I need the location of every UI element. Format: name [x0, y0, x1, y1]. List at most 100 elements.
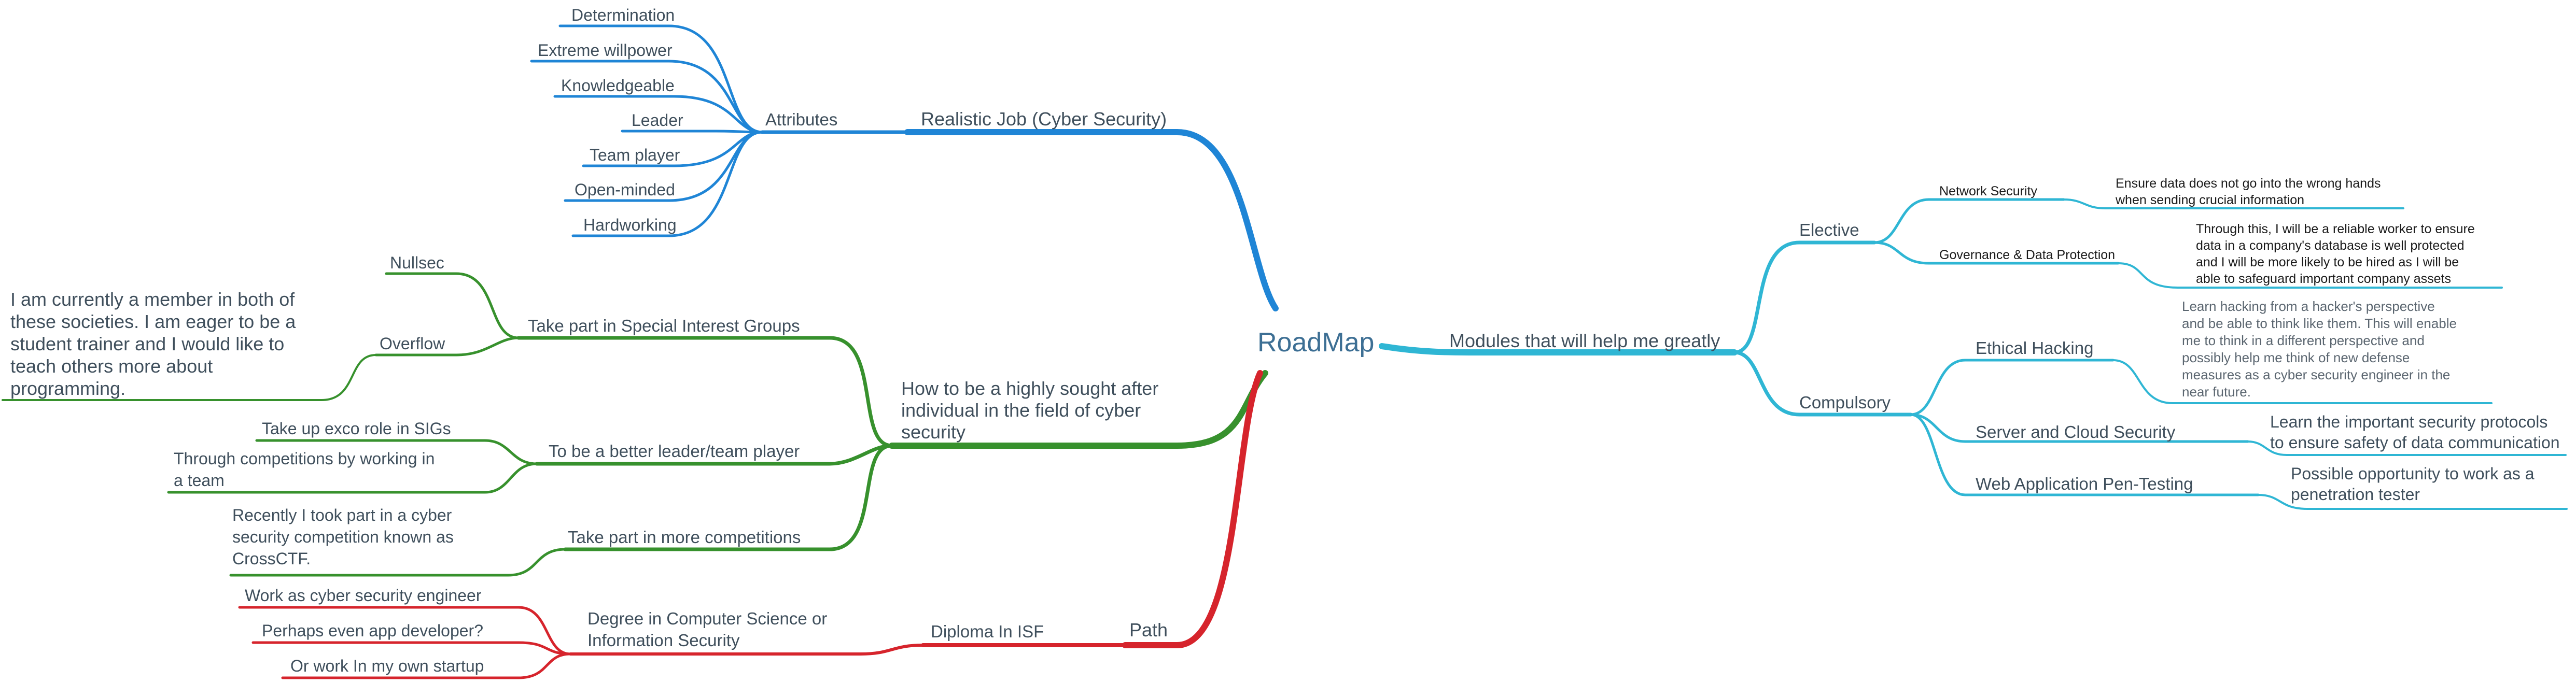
- ethical-note-line: possibly help me think of new defense: [2182, 350, 2410, 365]
- server-cloud-note: Learn the important security protocols t…: [2270, 412, 2560, 452]
- career-item: Perhaps even app developer?: [262, 621, 483, 640]
- overflow-note-line: these societies. I am eager to be a: [10, 311, 296, 332]
- compulsory-label: Compulsory: [1799, 393, 1891, 412]
- career-item: Or work In my own startup: [290, 657, 484, 675]
- connector-network-to-note: [2063, 198, 2404, 209]
- governance-label: Governance & Data Protection: [1939, 248, 2115, 262]
- connector-webapp-to-note: [2257, 494, 2568, 510]
- connector-elective-to-network: [1873, 198, 2065, 244]
- connector-degree-to-career-1: [238, 606, 572, 656]
- nullsec-label: Nullsec: [390, 253, 444, 272]
- overflow-note-line: I am currently a member in both of: [10, 289, 295, 310]
- teamwork-note-line: Through competitions by working in: [174, 449, 435, 468]
- connector-attribute-knowledgeable: [553, 95, 764, 134]
- attribute-item: Knowledgeable: [561, 76, 675, 95]
- connector-ethical-to-note: [2112, 359, 2493, 404]
- webapp-note-line: Possible opportunity to work as a: [2291, 464, 2535, 483]
- branch-realistic-job: [530, 24, 1279, 311]
- degree-label: Degree in Computer Science or Informatio…: [587, 609, 832, 650]
- highly-sought-line: security: [901, 421, 965, 443]
- ethical-note-line: Learn hacking from a hacker's perspectiv…: [2182, 298, 2435, 314]
- network-security-note: Ensure data does not go into the wrong h…: [2115, 176, 2384, 207]
- ethical-note-line: and be able to think like them. This wil…: [2182, 316, 2457, 331]
- governance-note-line: data in a company's database is well pro…: [2196, 238, 2465, 253]
- connector-to-competitions: [563, 444, 894, 551]
- highly-sought-label: How to be a highly sought after individu…: [901, 378, 1164, 443]
- sig-label: Take part in Special Interest Groups: [528, 316, 800, 335]
- webapp-pentest-label: Web Application Pen-Testing: [1976, 474, 2193, 493]
- highly-sought-line: How to be a highly sought after: [901, 378, 1158, 399]
- connector-sig-to-overflow: [374, 336, 520, 357]
- connector-root-to-realistic-job: [904, 129, 1279, 311]
- attribute-item: Determination: [571, 6, 675, 24]
- server-note-line: Learn the important security protocols: [2270, 412, 2547, 431]
- branch-highly-sought: [2, 272, 1268, 577]
- connector-sig-to-nullsec: [385, 272, 520, 339]
- ethical-note-line: measures as a cyber security engineer in…: [2182, 367, 2450, 382]
- attributes-label: Attributes: [765, 110, 837, 129]
- connector-to-sig: [516, 336, 894, 448]
- connector-server-to-note: [2247, 440, 2567, 456]
- branch-path-labels: Path Diploma In ISF Degree in Computer S…: [245, 586, 1168, 675]
- leader-label: To be a better leader/team player: [549, 442, 800, 461]
- realistic-job-label: Realistic Job (Cyber Security): [921, 108, 1167, 130]
- governance-note-line: Through this, I will be a reliable worke…: [2196, 222, 2475, 236]
- connector-compulsory-to-ethical: [1909, 359, 2115, 416]
- network-note-line: Ensure data does not go into the wrong h…: [2116, 176, 2381, 191]
- connector-root-to-path: [1122, 370, 1263, 648]
- branch-realistic-job-labels: Realistic Job (Cyber Security) Attribute…: [538, 6, 1167, 234]
- server-note-line: to ensure safety of data communication: [2270, 433, 2560, 452]
- connector-elective-to-governance: [1873, 241, 2120, 265]
- connector-overflow-to-note: [2, 354, 377, 401]
- overflow-note-line: programming.: [10, 378, 125, 399]
- connector-modules-to-elective: [1732, 240, 1877, 354]
- branch-path: [238, 370, 1263, 679]
- diploma-label: Diploma In ISF: [931, 622, 1044, 641]
- network-note-line: when sending crucial information: [2115, 193, 2304, 207]
- connector-attribute-hardworking: [571, 131, 764, 237]
- connector-compulsory-to-server: [1909, 413, 2249, 443]
- connector-attribute-leader: [621, 130, 764, 134]
- branch-modules: [1379, 198, 2568, 510]
- path-label: Path: [1129, 619, 1168, 641]
- overflow-note-line: student trainer and I would like to: [10, 333, 284, 354]
- webapp-note-line: penetration tester: [2291, 485, 2420, 504]
- teamwork-note-line: a team: [174, 471, 225, 490]
- career-item: Work as cyber security engineer: [245, 586, 482, 605]
- connector-degree-to-career-2: [251, 641, 572, 656]
- competitions-label: Take part in more competitions: [568, 528, 801, 547]
- connector-root-to-modules: [1379, 343, 1738, 355]
- ethical-hacking-label: Ethical Hacking: [1976, 338, 2093, 358]
- connector-leader-to-teamwork: [167, 462, 538, 494]
- root-node: RoadMap: [1257, 328, 1374, 358]
- ethical-note-line: me to think in a different perspective a…: [2182, 333, 2425, 348]
- ethical-hacking-note: Learn hacking from a hacker's perspectiv…: [2182, 298, 2460, 400]
- connector-degree-to-career-3: [281, 652, 572, 679]
- overflow-note: I am currently a member in both of these…: [10, 289, 301, 399]
- attribute-item: Team player: [590, 146, 680, 164]
- branch-highly-sought-labels: How to be a highly sought after individu…: [10, 253, 1164, 568]
- governance-note: Through this, I will be a reliable worke…: [2196, 222, 2479, 286]
- attribute-item: Leader: [632, 111, 683, 130]
- degree-line: Degree in Computer Science or: [587, 609, 827, 628]
- attribute-item: Hardworking: [583, 216, 677, 234]
- competitions-note-line: security competition known as: [232, 528, 454, 546]
- network-security-label: Network Security: [1939, 184, 2037, 198]
- ethical-note-line: near future.: [2182, 384, 2251, 400]
- branch-modules-labels: Modules that will help me greatly Electi…: [1449, 176, 2560, 504]
- connector-diploma-to-degree: [569, 644, 925, 656]
- highly-sought-line: individual in the field of cyber: [901, 400, 1141, 421]
- webapp-pentest-note: Possible opportunity to work as a penetr…: [2291, 464, 2539, 504]
- server-cloud-label: Server and Cloud Security: [1976, 422, 2176, 442]
- competitions-note-line: Recently I took part in a cyber: [232, 506, 452, 524]
- connector-leader-to-exco: [255, 439, 538, 465]
- competitions-note: Recently I took part in a cyber security…: [232, 506, 458, 568]
- competitions-note-line: CrossCTF.: [232, 549, 311, 568]
- connector-compulsory-to-webapp: [1909, 413, 2260, 496]
- attribute-item: Open-minded: [575, 180, 675, 199]
- connector-modules-to-compulsory: [1732, 350, 1913, 417]
- overflow-note-line: teach others more about: [10, 355, 213, 377]
- exco-label: Take up exco role in SIGs: [262, 419, 451, 438]
- elective-label: Elective: [1799, 220, 1859, 239]
